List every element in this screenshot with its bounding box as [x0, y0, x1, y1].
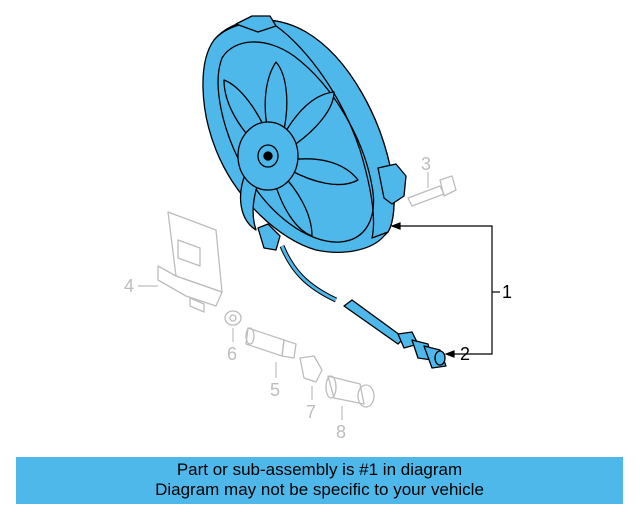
switch-part[interactable]: [325, 375, 375, 408]
callout-2: 2: [460, 344, 470, 364]
bracket-part[interactable]: [157, 211, 223, 313]
callout-6: 6: [227, 344, 237, 364]
callout-3: 3: [421, 154, 431, 174]
callout-7: 7: [306, 402, 316, 422]
banner-line-disclaimer: Diagram may not be specific to your vehi…: [155, 480, 484, 499]
info-banner: Part or sub-assembly is #1 in diagram Di…: [16, 457, 623, 504]
parts-diagram: 1 2 3 4 6 5 7 8: [124, 15, 512, 442]
banner-line-part-info: Part or sub-assembly is #1 in diagram: [176, 460, 463, 479]
fan-assembly[interactable]: [202, 15, 447, 369]
callout-8: 8: [336, 422, 346, 442]
callout-1: 1: [502, 282, 512, 302]
callout-4: 4: [124, 276, 134, 296]
callout-5: 5: [270, 380, 280, 400]
clip-part[interactable]: [299, 355, 323, 383]
leader-line-1: [392, 225, 493, 355]
bolt-part[interactable]: [407, 175, 457, 207]
sensor-part[interactable]: [245, 327, 297, 359]
washer-part[interactable]: [224, 310, 242, 326]
